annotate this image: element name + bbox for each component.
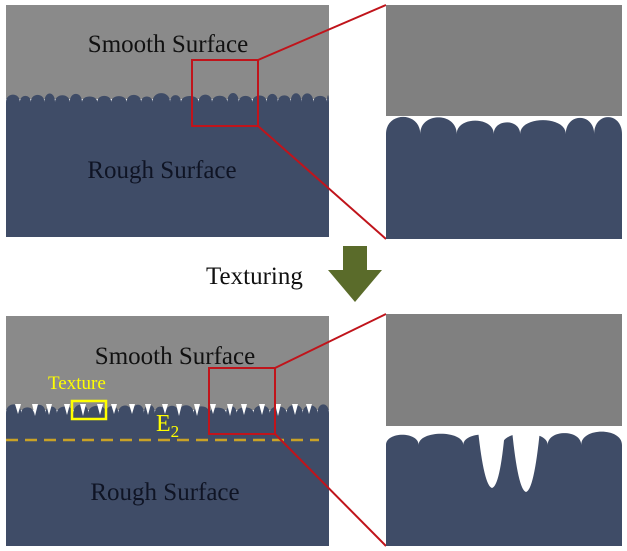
texturing-step: Texturing xyxy=(206,246,382,302)
bottom-smooth-label: Smooth Surface xyxy=(95,343,255,370)
texture-pit xyxy=(306,404,312,414)
top-zoom-box xyxy=(191,59,259,127)
texture-pit xyxy=(15,404,21,414)
e2-label: E2 xyxy=(156,411,179,441)
top-rough-label: Rough Surface xyxy=(87,157,236,184)
texture-pit xyxy=(129,404,135,414)
texture-pit xyxy=(145,404,151,415)
arrow-down-icon xyxy=(328,246,382,302)
texture-pit xyxy=(80,404,86,416)
texture-pit xyxy=(210,404,216,414)
bottom-zoom-rough xyxy=(386,431,622,546)
texture-pit xyxy=(46,404,52,415)
texture-pit xyxy=(162,404,168,414)
texture-pit xyxy=(32,404,38,416)
texture-pits xyxy=(15,404,312,416)
texture-pit xyxy=(194,404,200,416)
bottom-zoom-smooth xyxy=(386,314,622,426)
texture-highlight-box xyxy=(70,399,108,421)
texture-pit xyxy=(259,404,265,415)
texture-pit xyxy=(64,404,70,415)
bottom-zoom-line-upper xyxy=(274,313,387,369)
texture-pit xyxy=(111,404,117,414)
texture-pit xyxy=(227,404,233,416)
bottom-panel: Smooth Surface Texture E2 Rough Surface xyxy=(6,313,387,547)
top-rough-surface xyxy=(6,93,329,238)
bottom-zoom-line-lower xyxy=(274,433,387,547)
top-panel: Smooth Surface Rough Surface xyxy=(6,4,387,240)
bottom-zoom-panel xyxy=(386,314,622,546)
top-zoom-panel xyxy=(386,5,622,239)
texture-pit xyxy=(275,404,281,416)
top-zoom-rough xyxy=(386,116,622,239)
texturing-label: Texturing xyxy=(206,263,303,290)
bottom-zoom-box xyxy=(208,367,276,435)
top-zoom-smooth xyxy=(386,5,622,116)
texture-label: Texture xyxy=(48,373,106,394)
texture-pit xyxy=(241,404,247,415)
texture-pit xyxy=(176,404,182,416)
texture-pit xyxy=(97,404,103,415)
top-smooth-label: Smooth Surface xyxy=(88,31,248,58)
top-zoom-line-lower xyxy=(257,125,387,240)
texture-pit xyxy=(292,404,298,415)
bottom-zoom-texture-pits xyxy=(478,430,540,492)
bottom-rough-label: Rough Surface xyxy=(90,479,239,506)
top-zoom-line-upper xyxy=(257,4,387,61)
